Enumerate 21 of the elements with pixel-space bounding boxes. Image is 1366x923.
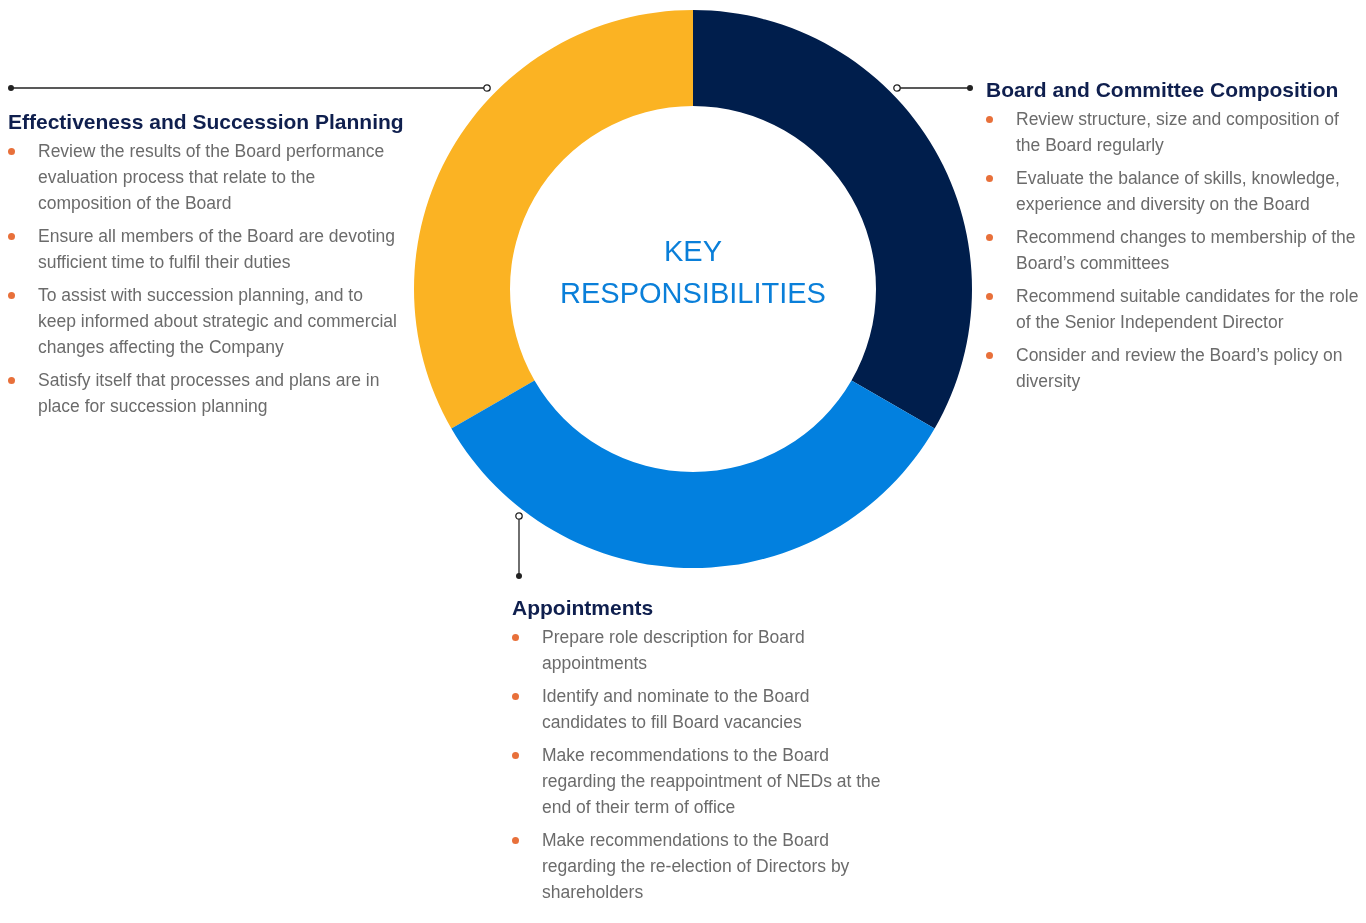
section-heading: Board and Committee Composition xyxy=(986,77,1340,103)
bullet-text: Evaluate the balance of skills, knowledge, experience and diversity on the Board xyxy=(1016,168,1340,214)
bullet-text: Identify and nominate to the Board candidates to fill Board vacancies xyxy=(542,686,810,732)
bullet-text: Recommend suitable candidates for the role of the Senior Independent Director xyxy=(1016,286,1359,332)
center-title: KEY RESPONSIBILITIES xyxy=(553,230,833,314)
bullet-text: Recommend changes to membership of the Board’s committees xyxy=(1016,227,1356,273)
section-heading: Appointments xyxy=(512,595,655,621)
bullet-text: Make recommendations to the Board regarding the reappointment of NEDs at the end of their term of office xyxy=(542,745,881,817)
bullet-text: Satisfy itself that processes and plans are in place for succession planning xyxy=(38,370,380,416)
bullet-text: Review the results of the Board performance evaluation process that relate to the composition of the Board xyxy=(38,141,385,213)
bullet-text: Review structure, size and composition of the Board regularly xyxy=(1016,109,1339,155)
bullet-text: Consider and review the Board’s policy on diversity xyxy=(1016,345,1343,391)
bullet-text: Ensure all members of the Board are devoting sufficient time to fulfil their duties xyxy=(38,226,395,272)
bullet-text: Make recommendations to the Board regarding the re-election of Directors by shareholders xyxy=(542,830,850,902)
leader-line xyxy=(515,512,523,579)
leader-line xyxy=(8,84,491,92)
ring-segment xyxy=(451,380,935,568)
leader-line xyxy=(893,84,973,92)
section-heading: Effectiveness and Succession Planning xyxy=(8,109,403,135)
bullet-text: Prepare role description for Board appointments xyxy=(542,627,805,673)
bullet-text: To assist with succession planning, and to keep informed about strategic and commercial changes affecting the Company xyxy=(38,285,397,357)
